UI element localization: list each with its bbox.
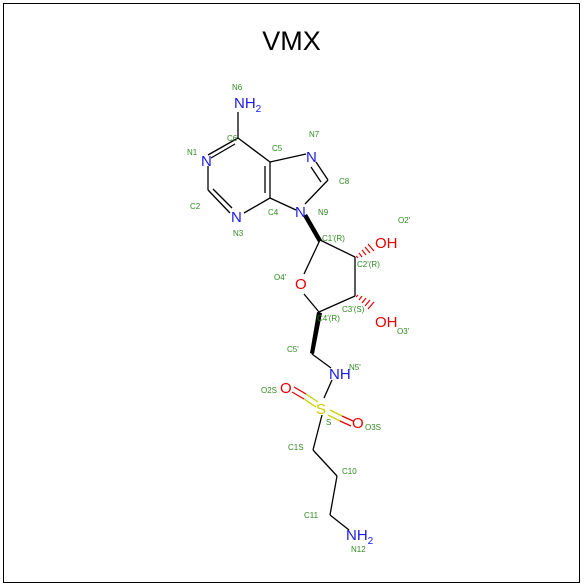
bonds-sulfonyl-o — [291, 386, 354, 427]
bond-c6-n1-inner — [210, 143, 236, 159]
bond-c3p-c4p — [318, 295, 356, 313]
atom-n5p: NH — [329, 366, 351, 383]
bond-c10-c11 — [329, 475, 338, 516]
label-n1: N1 — [187, 148, 198, 157]
bond-n7-c8 — [315, 161, 329, 181]
bond-n5p-s — [323, 379, 333, 399]
bond-s-c1s — [312, 414, 323, 451]
label-n3: N3 — [233, 229, 244, 238]
bond-o4p-c1p — [303, 239, 321, 275]
label-c5p: C5' — [287, 345, 299, 354]
label-o3s: O3S — [365, 423, 381, 432]
molecule-diagram: NH2 N N N N O OH OH NH S O O NH2 N6 C6 N… — [187, 83, 411, 554]
bond-n7-c8-inner — [310, 166, 322, 183]
bond-c1p-c2p — [319, 239, 356, 258]
hash-c2p-o2p — [355, 243, 375, 259]
label-n6: N6 — [232, 83, 243, 92]
label-c1p: C1'(R) — [322, 234, 345, 243]
bonds-sulfonyl — [303, 393, 343, 422]
label-c10: C10 — [342, 467, 357, 476]
label-n5p: N5' — [349, 363, 361, 372]
molecule-frame: VMX — [3, 3, 580, 583]
label-c4p: C4'(R) — [317, 314, 340, 323]
bond-c1s-c10 — [312, 449, 338, 477]
atom-n1: N — [201, 153, 212, 170]
atom-labels: N6 C6 N1 C5 N7 C8 C2 N3 C4 N9 C1'(R) O2'… — [187, 83, 411, 554]
label-c5: C5 — [272, 144, 283, 153]
label-o2p: O2' — [398, 216, 411, 225]
label-c2p: C2'(R) — [357, 260, 380, 269]
label-o3p: O3' — [397, 327, 410, 336]
label-c11: C11 — [304, 511, 319, 520]
bond-c5-c6 — [237, 137, 271, 163]
wedge-n9-c1p — [303, 214, 322, 242]
label-o4p: O4' — [274, 273, 287, 282]
label-o2s: O2S — [261, 386, 277, 395]
atom-o2s: O — [280, 380, 292, 397]
hash-c3p-o3p — [355, 294, 375, 310]
label-c2: C2 — [190, 202, 201, 211]
bond-c6-n1 — [207, 137, 239, 156]
bond-n9-c4 — [269, 197, 297, 211]
bond-c8-n9 — [304, 179, 329, 205]
atom-o2p: OH — [375, 235, 398, 252]
atom-n9: N — [295, 204, 306, 221]
bond-c11-n12 — [329, 514, 350, 531]
bond-n3-c4 — [243, 197, 271, 214]
wedge-c4p-c5p — [310, 312, 322, 354]
bond-c2-n3-inner — [212, 188, 233, 209]
label-c8: C8 — [339, 177, 350, 186]
atom-n6: NH2 — [234, 95, 262, 115]
atom-o3p: OH — [375, 314, 398, 331]
bond-c4p-o4p — [303, 293, 320, 313]
bond-c2-n3 — [207, 189, 231, 214]
atom-n3: N — [231, 209, 242, 226]
label-n9: N9 — [318, 208, 329, 217]
label-c1s: C1S — [288, 443, 304, 452]
atom-s: S — [316, 401, 326, 418]
bond-c5-n7 — [269, 153, 307, 163]
molecule-title: VMX — [262, 26, 321, 56]
bond-c5p-n5p — [311, 353, 332, 369]
label-n7: N7 — [309, 130, 320, 139]
label-c6: C6 — [227, 134, 238, 143]
atom-o4p: O — [295, 276, 307, 293]
atom-n12: NH2 — [346, 527, 374, 547]
atom-n7: N — [306, 149, 317, 166]
atom-o3s: O — [352, 415, 364, 432]
label-c4: C4 — [268, 208, 279, 217]
label-c3p: C3'(S) — [342, 305, 365, 314]
label-n12: N12 — [351, 545, 366, 554]
bonds — [207, 112, 356, 531]
label-s: S — [326, 418, 331, 427]
